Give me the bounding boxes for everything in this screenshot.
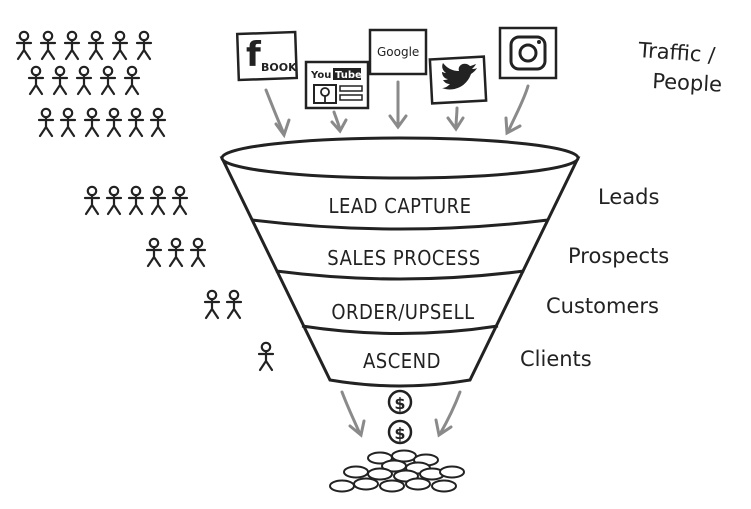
clients-people-group	[259, 343, 273, 370]
funnel-rim	[222, 138, 578, 178]
stage-sales-process: SALES PROCESS	[327, 246, 480, 270]
funnel-divider-1	[252, 220, 548, 229]
arrow-output-left	[342, 392, 360, 434]
traffic-people-group	[17, 32, 165, 136]
arrow-output-right	[440, 392, 460, 434]
stick-person-icon	[169, 239, 183, 266]
traffic-arrows	[266, 82, 528, 135]
stick-person-icon	[191, 239, 205, 266]
stick-person-icon	[17, 32, 31, 59]
label-traffic-line1: Traffic /	[637, 38, 717, 67]
stick-person-icon	[85, 187, 99, 214]
stick-person-icon	[29, 67, 43, 94]
customers-people-group	[205, 291, 241, 318]
youtube-logo-tube: Tube	[335, 70, 362, 81]
coin-icon	[330, 481, 354, 492]
svg-text:f: f	[246, 35, 262, 75]
stage-lead-capture: LEAD CAPTURE	[328, 194, 471, 218]
stick-person-icon	[205, 291, 219, 318]
funnel-divider-2	[276, 271, 524, 279]
dollar-coin-2: $	[389, 421, 411, 443]
output-arrows	[342, 392, 460, 435]
label-prospects: Prospects	[568, 244, 669, 268]
coin-icon	[368, 469, 392, 480]
stick-person-icon	[77, 67, 91, 94]
label-leads: Leads	[598, 185, 659, 209]
stick-person-icon	[53, 67, 67, 94]
stick-person-icon	[101, 67, 115, 94]
coin-icon	[406, 479, 430, 490]
coin-icon	[344, 467, 368, 478]
stick-person-icon	[259, 343, 273, 370]
stick-person-icon	[113, 32, 127, 59]
google-icon: Google	[370, 30, 426, 74]
stick-person-icon	[129, 109, 143, 136]
stick-person-icon	[137, 32, 151, 59]
stick-person-icon	[129, 187, 143, 214]
youtube-logo-you: You	[310, 70, 331, 81]
stick-person-icon	[89, 32, 103, 59]
stick-person-icon	[107, 187, 121, 214]
coin-icon	[354, 479, 378, 490]
funnel-divider-3	[302, 326, 498, 334]
dollar-sign-1: $	[394, 394, 405, 413]
stick-person-icon	[85, 109, 99, 136]
funnel	[222, 138, 578, 386]
coin-icon	[440, 467, 464, 478]
stick-person-icon	[227, 291, 241, 318]
dollar-sign-2: $	[394, 424, 405, 443]
arrow-twitter	[456, 108, 457, 128]
stick-person-icon	[41, 32, 55, 59]
label-customers: Customers	[546, 294, 659, 318]
google-logo-text: Google	[377, 45, 419, 59]
stick-person-icon	[125, 67, 139, 94]
stage-ascend: ASCEND	[363, 349, 441, 373]
coin-icon	[380, 481, 404, 492]
label-traffic-line2: People	[652, 69, 723, 97]
stick-person-icon	[107, 109, 121, 136]
arrow-youtube	[334, 112, 340, 130]
stick-person-icon	[151, 109, 165, 136]
prospects-people-group	[147, 239, 205, 266]
funnel-body	[222, 158, 578, 386]
stick-person-icon	[61, 109, 75, 136]
stick-person-icon	[151, 187, 165, 214]
instagram-camera-icon	[500, 28, 556, 78]
arrow-instagram	[508, 86, 528, 132]
dollar-coin-1: $	[389, 391, 411, 413]
stage-order-upsell: ORDER/UPSELL	[331, 300, 474, 324]
coin-pile	[330, 451, 464, 492]
stick-person-icon	[147, 239, 161, 266]
stick-person-icon	[65, 32, 79, 59]
coin-icon	[432, 481, 456, 492]
label-clients: Clients	[520, 347, 592, 371]
twitter-bird-icon	[430, 57, 486, 104]
stick-person-icon	[173, 187, 187, 214]
facebook-icon: f BOOK	[237, 32, 297, 80]
youtube-icon: You Tube	[306, 62, 368, 108]
stick-person-icon	[39, 109, 53, 136]
leads-people-group	[85, 187, 187, 214]
arrow-facebook	[266, 90, 284, 134]
facebook-logo-text: BOOK	[261, 61, 297, 74]
